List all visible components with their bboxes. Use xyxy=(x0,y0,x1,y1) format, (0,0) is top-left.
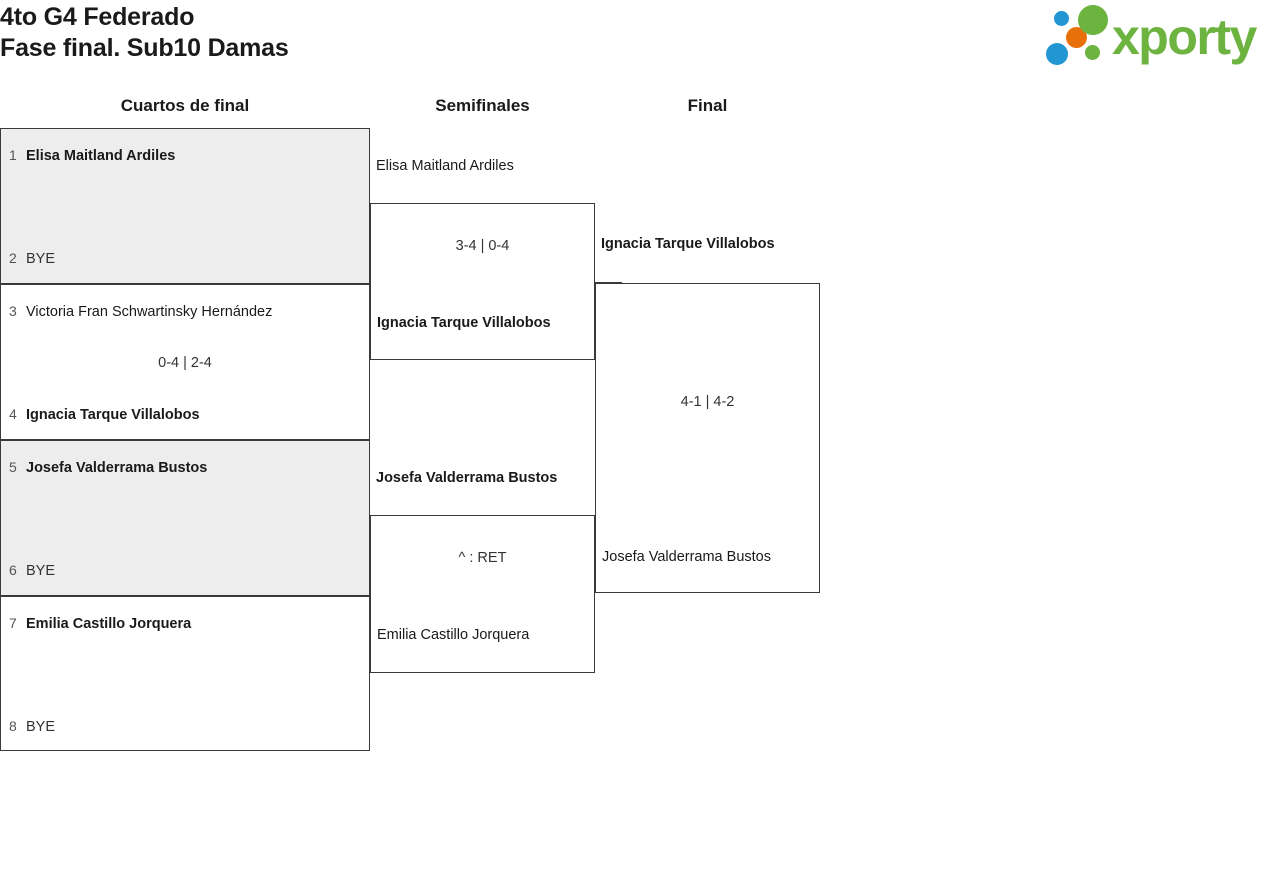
column-header-final: Final xyxy=(687,96,728,115)
player-name: BYE xyxy=(26,719,56,735)
seed-number: 2 xyxy=(9,250,17,266)
page-header: 4to G4 Federado Fase final. Sub10 Damas … xyxy=(0,0,1280,90)
seed-number: 1 xyxy=(9,147,17,163)
logo-wordmark: xporty xyxy=(1112,9,1257,65)
tournament-title-block: 4to G4 Federado Fase final. Sub10 Damas xyxy=(0,2,289,63)
seed-number: 4 xyxy=(9,406,17,422)
match-quarterfinal-1[interactable]: 1 Elisa Maitland Ardiles 2 BYE xyxy=(0,128,370,284)
seed-number: 6 xyxy=(9,562,17,578)
tournament-name: 4to G4 Federado xyxy=(0,3,195,31)
match-quarterfinal-2[interactable]: 3 Victoria Fran Schwartinsky Hernández 0-… xyxy=(0,284,370,440)
player-name: Ignacia Tarque Villalobos xyxy=(26,407,200,423)
semifinal-2-top-player: Josefa Valderrama Bustos xyxy=(376,470,558,486)
match-entry[interactable]: 8 BYE xyxy=(1,718,369,735)
semifinal-1-top-player: Elisa Maitland Ardiles xyxy=(376,158,514,174)
connector-semifinal-1-to-final xyxy=(595,282,622,283)
match-entry[interactable]: 3 Victoria Fran Schwartinsky Hernández xyxy=(1,303,369,320)
match-semifinal-1[interactable]: 3-4 | 0-4 Ignacia Tarque Villalobos xyxy=(370,203,595,360)
player-name: Emilia Castillo Jorquera xyxy=(26,616,192,632)
match-entry[interactable]: 6 BYE xyxy=(1,562,369,579)
player-name: Josefa Valderrama Bustos xyxy=(26,460,208,476)
match-entry[interactable]: 1 Elisa Maitland Ardiles xyxy=(1,147,369,164)
player-name: Elisa Maitland Ardiles xyxy=(26,148,176,164)
seed-number: 5 xyxy=(9,459,17,475)
match-score: 0-4 | 2-4 xyxy=(158,355,212,371)
seed-number: 3 xyxy=(9,303,17,319)
match-semifinal-2[interactable]: ^ : RET Emilia Castillo Jorquera xyxy=(370,515,595,673)
match-quarterfinal-4[interactable]: 7 Emilia Castillo Jorquera 8 BYE xyxy=(0,596,370,751)
match-entry[interactable]: 7 Emilia Castillo Jorquera xyxy=(1,615,369,632)
semifinal-1-bottom-player: Ignacia Tarque Villalobos xyxy=(377,315,551,331)
column-header-semifinals: Semifinales xyxy=(435,96,530,115)
match-score: ^ : RET xyxy=(458,550,507,566)
match-score: 4-1 | 4-2 xyxy=(680,394,735,410)
match-entry[interactable]: 5 Josefa Valderrama Bustos xyxy=(1,459,369,476)
match-final[interactable]: 4-1 | 4-2 Josefa Valderrama Bustos xyxy=(595,283,820,593)
final-top-player: Ignacia Tarque Villalobos xyxy=(601,236,775,252)
final-bottom-player: Josefa Valderrama Bustos xyxy=(602,549,771,565)
match-entry[interactable]: 2 BYE xyxy=(1,250,369,267)
tournament-phase: Fase final. Sub10 Damas xyxy=(0,33,289,62)
logo-dots-icon xyxy=(1046,5,1118,69)
player-name: BYE xyxy=(26,563,56,579)
match-quarterfinal-3[interactable]: 5 Josefa Valderrama Bustos 6 BYE xyxy=(0,440,370,596)
match-score: 3-4 | 0-4 xyxy=(455,238,510,254)
semifinal-2-bottom-player: Emilia Castillo Jorquera xyxy=(377,627,530,643)
column-header-quarterfinals: Cuartos de final xyxy=(120,96,250,115)
player-name: Victoria Fran Schwartinsky Hernández xyxy=(26,304,273,320)
seed-number: 7 xyxy=(9,615,17,631)
xporty-logo[interactable]: xporty xyxy=(1046,5,1274,69)
player-name: BYE xyxy=(26,251,56,267)
seed-number: 8 xyxy=(9,718,17,734)
match-entry[interactable]: 4 Ignacia Tarque Villalobos xyxy=(1,406,369,423)
